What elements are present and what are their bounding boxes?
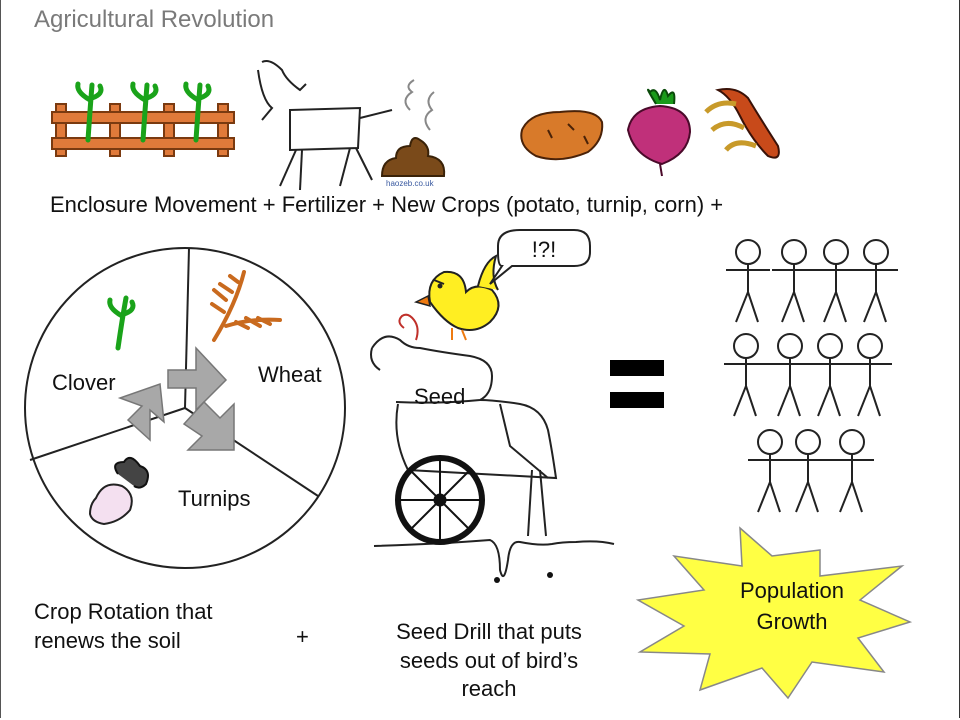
corn-icon [704, 88, 780, 159]
crop-rotation-caption-line: renews the soil [34, 627, 181, 653]
seed-drill-icon [370, 313, 615, 578]
pie-label-wheat: Wheat [258, 362, 322, 387]
watermark-text: haozeb.co.uk [386, 179, 435, 188]
seed-drill-caption: Seed Drill that puts seeds out of bird’s… [364, 618, 614, 704]
pie-label-turnips: Turnips [178, 486, 251, 511]
clover-sprout-icon [107, 295, 136, 351]
pie-label-clover: Clover [52, 370, 116, 395]
equals-bar-top [610, 360, 664, 376]
seed-drill-caption-line: Seed Drill that puts [396, 619, 582, 644]
slide-title: Agricultural Revolution [34, 6, 275, 33]
turnip-root-icon [88, 456, 149, 526]
seed-dot [494, 577, 500, 583]
population-growth-line: Growth [756, 608, 828, 634]
seed-dot [547, 572, 553, 578]
population-burst [635, 526, 913, 700]
seed-drill-caption-line: reach [461, 676, 517, 702]
headline-text: Enclosure Movement + Fertilizer + New Cr… [50, 192, 724, 217]
sprout-icon [75, 81, 212, 143]
goat-icon [257, 60, 393, 191]
drill-wheel-icon [395, 455, 485, 545]
speech-text: !?! [532, 237, 556, 262]
crop-rotation-pie [24, 247, 346, 569]
potato-icon [520, 110, 604, 161]
bird-icon [413, 254, 500, 341]
population-figures [724, 239, 898, 513]
seed-label: Seed [414, 384, 466, 409]
wheat-icon [210, 270, 282, 342]
rotation-arrows [117, 346, 235, 451]
population-growth-label: Population Growth [712, 576, 872, 638]
crop-rotation-caption: Crop Rotation that renews the soil [34, 598, 213, 655]
equals-bar-bottom [610, 392, 664, 408]
turnip-icon [626, 88, 692, 177]
speech-bubble [489, 229, 591, 285]
crop-rotation-caption-line: Crop Rotation that [34, 599, 213, 624]
plus-sign: + [296, 624, 309, 649]
population-growth-line: Population [740, 578, 844, 603]
seed-drill-caption-line: seeds out of bird’s [399, 647, 579, 673]
manure-icon [380, 79, 446, 177]
